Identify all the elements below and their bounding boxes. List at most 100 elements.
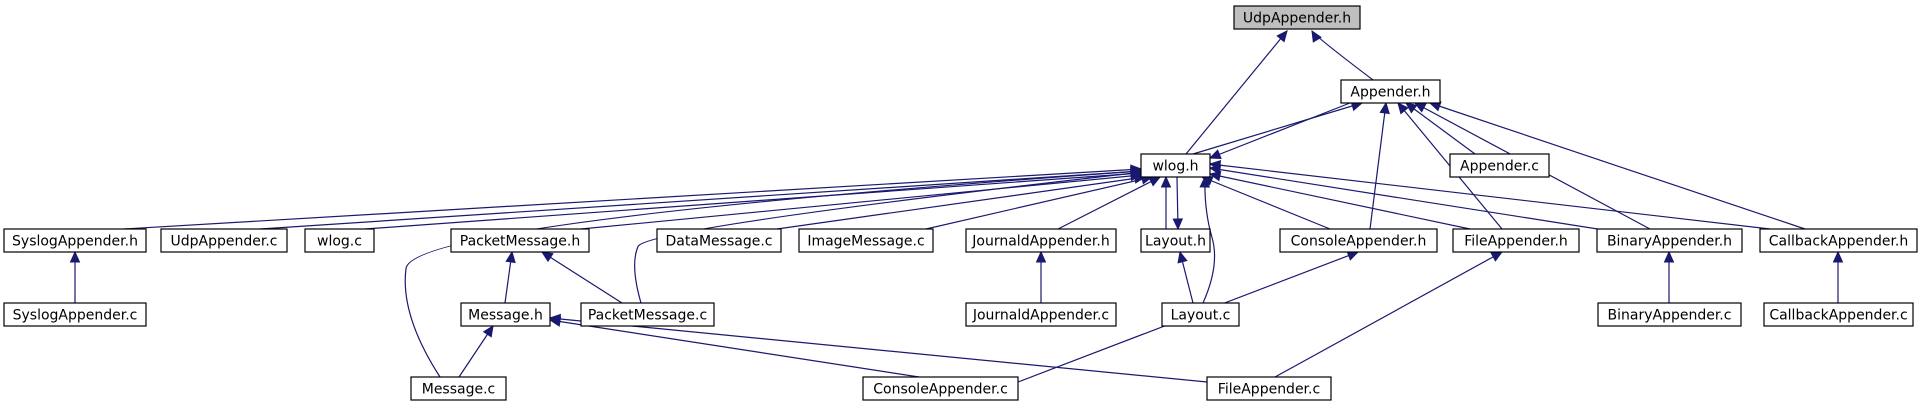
node-label: JournaldAppender.h	[971, 234, 1109, 250]
node-udpappender-c[interactable]: UdpAppender.c	[160, 228, 288, 253]
node-message-h[interactable]: Message.h	[460, 302, 551, 327]
edge-journaldappender_c-to-journaldappender_h	[1035, 250, 1047, 303]
edge-line	[1274, 251, 1503, 378]
arrowhead-icon	[482, 324, 494, 338]
arrowhead-icon	[1405, 102, 1418, 114]
edge-message_h-to-packetmessage_h	[504, 250, 516, 304]
node-label: BinaryAppender.h	[1607, 234, 1732, 250]
node-label: SyslogAppender.h	[12, 234, 138, 250]
node-box	[965, 228, 1117, 253]
edge-wlog_h-to-appender_h	[1192, 101, 1364, 155]
node-syslogappender-h[interactable]: SyslogAppender.h	[3, 228, 147, 253]
node-packetmessage-c[interactable]: PacketMessage.c	[580, 302, 715, 327]
edge-message_c-to-wlog_h	[404, 166, 1143, 378]
node-label: Appender.c	[1460, 159, 1539, 175]
node-binaryappender-c[interactable]: BinaryAppender.c	[1597, 302, 1742, 327]
arrowhead-icon	[1346, 250, 1360, 261]
node-label: UdpAppender.h	[1243, 11, 1351, 27]
node-box	[1140, 228, 1211, 253]
node-syslogappender-c[interactable]: SyslogAppender.c	[3, 302, 147, 327]
node-journaldappender-h[interactable]: JournaldAppender.h	[965, 228, 1117, 253]
node-label: ConsoleAppender.c	[873, 382, 1008, 398]
node-udpappender-h: UdpAppender.h	[1233, 5, 1361, 30]
edge-line	[1209, 167, 1605, 231]
edge-callbackappender_h-to-wlog_h	[1208, 159, 1771, 230]
node-message-c[interactable]: Message.c	[410, 376, 507, 401]
node-box	[1233, 5, 1361, 30]
edge-line	[1209, 102, 1351, 159]
arrowhead-icon	[1035, 250, 1047, 263]
edge-callbackappender_h-to-appender_h	[1428, 101, 1806, 230]
node-consoleappender-c[interactable]: ConsoleAppender.c	[862, 376, 1019, 401]
arrowhead-icon	[1208, 149, 1222, 160]
edge-line	[1185, 30, 1288, 155]
edge-binaryappender_c-to-binaryappender_h	[1663, 250, 1675, 303]
node-label: JournaldAppender.c	[972, 308, 1109, 324]
edge-line	[776, 176, 1146, 230]
node-box	[1140, 153, 1211, 178]
node-box	[3, 302, 147, 327]
node-box	[1596, 228, 1743, 253]
node-label: FileAppender.c	[1218, 382, 1320, 398]
edge-syslogappender_h-to-wlog_h	[123, 164, 1143, 230]
node-binaryappender-h[interactable]: BinaryAppender.h	[1596, 228, 1743, 253]
node-appender-c[interactable]: Appender.c	[1449, 153, 1550, 178]
node-label: PacketMessage.h	[460, 234, 580, 250]
edge-message_c-to-message_h	[458, 324, 494, 378]
node-box	[798, 228, 934, 253]
arrowhead-icon	[1199, 175, 1210, 188]
node-layout-c[interactable]: Layout.c	[1161, 302, 1240, 327]
node-label: wlog.h	[1152, 159, 1198, 175]
node-fileappender-h[interactable]: FileAppender.h	[1452, 228, 1580, 253]
node-callbackappender-h[interactable]: CallbackAppender.h	[1759, 228, 1918, 253]
node-box	[656, 228, 782, 253]
arrowhead-icon	[1663, 250, 1675, 263]
node-wlog-c[interactable]: wlog.c	[304, 228, 375, 253]
edge-wlog_h-to-udpappender_h	[1185, 30, 1288, 155]
node-box	[580, 302, 715, 327]
node-label: Appender.h	[1350, 85, 1430, 101]
node-label: BinaryAppender.c	[1608, 308, 1732, 324]
node-box	[1279, 228, 1438, 253]
edge-line	[925, 176, 1153, 230]
arrowhead-icon	[1276, 30, 1288, 43]
node-label: wlog.c	[317, 234, 362, 250]
arrowhead-icon	[505, 250, 516, 264]
node-imagemessage-c[interactable]: ImageMessage.c	[798, 228, 934, 253]
edge-line	[549, 317, 1208, 383]
edge-line	[1209, 163, 1771, 230]
arrowhead-icon	[69, 250, 81, 263]
edge-line	[549, 319, 920, 378]
node-label: ConsoleAppender.h	[1291, 234, 1427, 250]
node-box	[1340, 79, 1441, 104]
edge-wlog_h-to-layout_h	[1172, 176, 1184, 231]
node-consoleappender-h[interactable]: ConsoleAppender.h	[1279, 228, 1438, 253]
node-box	[1449, 153, 1550, 178]
node-callbackappender-c[interactable]: CallbackAppender.c	[1763, 302, 1914, 327]
node-label: ImageMessage.c	[807, 234, 924, 250]
node-label: CallbackAppender.c	[1769, 308, 1907, 324]
node-box	[410, 376, 507, 401]
node-appender-h[interactable]: Appender.h	[1340, 79, 1441, 104]
node-datamessage-c[interactable]: DataMessage.c	[656, 228, 782, 253]
node-wlog-h[interactable]: wlog.h	[1140, 153, 1211, 178]
edge-callbackappender_c-to-callbackappender_h	[1832, 250, 1844, 303]
node-journaldappender-c[interactable]: JournaldAppender.c	[965, 302, 1117, 327]
node-layout-h[interactable]: Layout.h	[1140, 228, 1211, 253]
node-packetmessage-h[interactable]: PacketMessage.h	[450, 228, 590, 253]
edge-appender_c-to-appender_h	[1405, 102, 1476, 155]
node-label: UdpAppender.c	[171, 234, 278, 250]
edge-line	[1201, 176, 1331, 230]
node-box	[1597, 302, 1742, 327]
edge-line	[1209, 173, 1471, 230]
edge-layout_c-to-wlog_h	[1199, 175, 1216, 304]
arrowhead-icon	[1208, 159, 1222, 171]
edge-fileappender_c-to-message_h	[548, 313, 1208, 383]
node-label: PacketMessage.c	[588, 308, 707, 324]
arrowhead-icon	[1172, 218, 1184, 231]
node-fileappender-c[interactable]: FileAppender.c	[1206, 376, 1332, 401]
node-box	[965, 302, 1117, 327]
edge-line	[580, 174, 1142, 230]
arrowhead-icon	[1311, 29, 1322, 43]
